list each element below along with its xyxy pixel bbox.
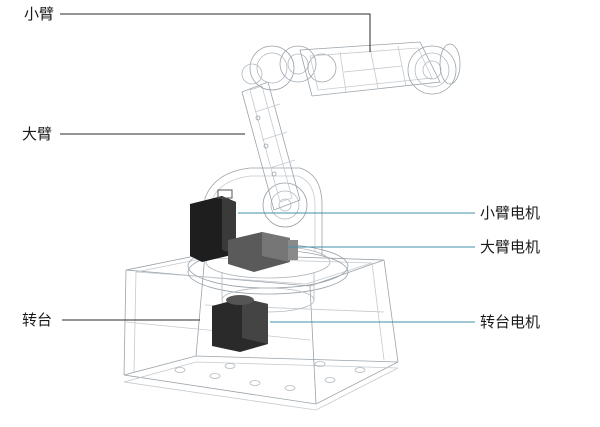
elbow-joint <box>241 45 337 91</box>
wrist-joint <box>407 43 461 95</box>
turntable-motor <box>212 295 268 352</box>
turntable-label: 转台 <box>22 311 53 329</box>
forearm-motor <box>190 189 236 262</box>
forearm-motor-label: 小臂电机 <box>480 204 541 222</box>
upper-arm-motor-label: 大臂电机 <box>480 238 541 256</box>
forearm-leader <box>60 13 371 52</box>
upper-arm-motor <box>228 232 298 272</box>
upper-arm-label: 大臂 <box>22 125 53 143</box>
forearm-label: 小臂 <box>24 5 55 23</box>
turntable-motor-label: 转台电机 <box>480 313 541 331</box>
forearm-link <box>299 41 441 97</box>
upper-arm-link <box>241 81 301 211</box>
